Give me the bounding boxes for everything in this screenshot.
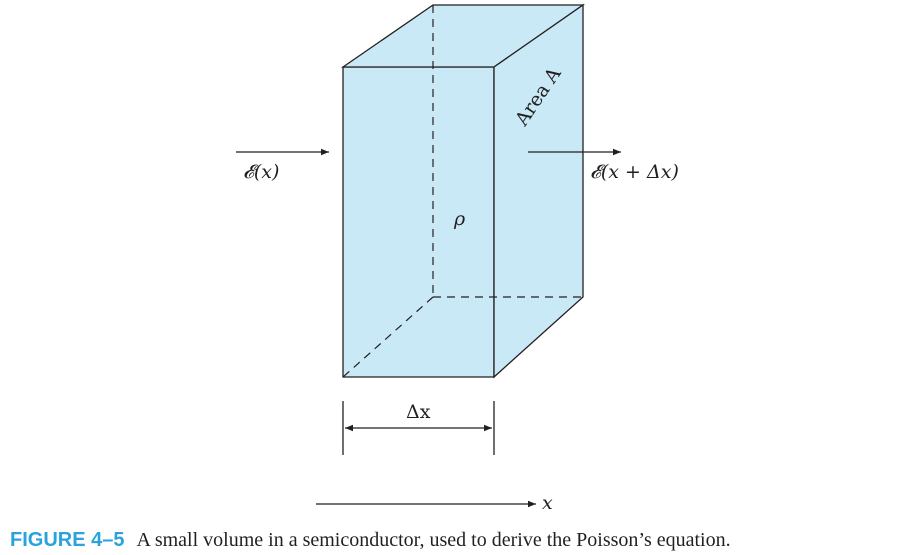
charge-density-label: ρ (453, 208, 466, 230)
figure-number: FIGURE 4–5 (10, 529, 124, 551)
figure-caption-text: A small volume in a semiconductor, used … (136, 529, 730, 551)
field-in-label: 𝓔(x) (243, 161, 279, 183)
field-out-label: 𝓔(x + Δx) (590, 161, 679, 183)
hidden-bottom-diagonal-edge (342, 296, 434, 378)
box-side-face (493, 3, 584, 379)
figure-caption: FIGURE 4–5 A small volume in a semicondu… (10, 529, 731, 551)
width-dimension (342, 401, 495, 455)
volume-box (340, 3, 586, 379)
box-front-face (342, 66, 495, 378)
width-label: Δx (406, 401, 431, 423)
hidden-edges (342, 5, 583, 378)
x-axis-label: x (542, 492, 553, 514)
